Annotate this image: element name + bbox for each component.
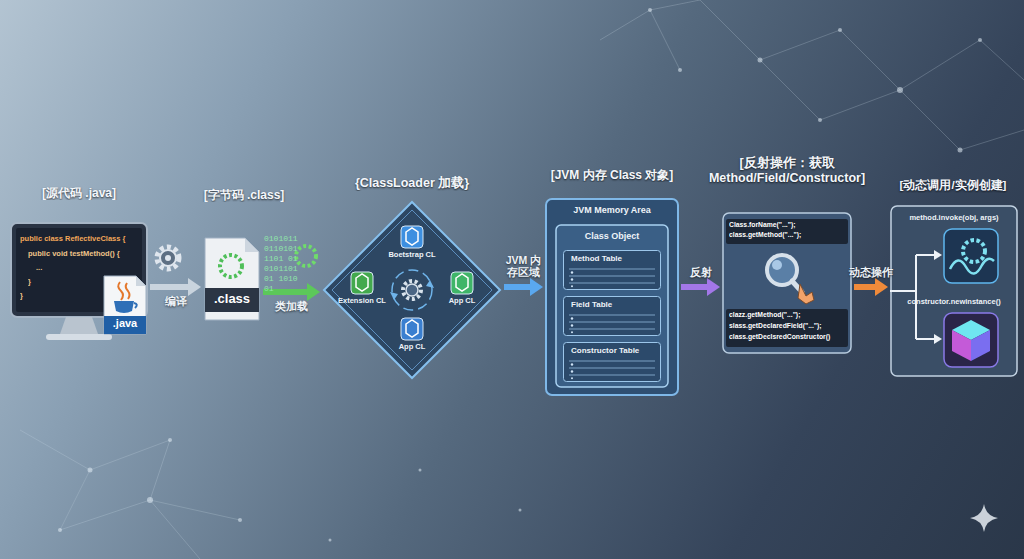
stage-heading: [源代码 .java] xyxy=(0,186,158,200)
stage-heading: [JVM 内存 Class 对象] xyxy=(529,168,695,182)
loader-label: App CL xyxy=(384,342,440,351)
arrow-label: 编译 xyxy=(156,295,196,308)
table-label: Constructor Table xyxy=(571,346,657,356)
loader-label: App CL xyxy=(434,296,490,305)
arrow-head xyxy=(307,283,320,301)
sparkle-watermark xyxy=(970,504,998,532)
loader-icon xyxy=(384,318,440,358)
code-line: } xyxy=(28,277,48,286)
stage-heading: {ClassLoader 加载} xyxy=(302,176,522,191)
monitor-node: [源代码 .java]public class ReflectiveClass … xyxy=(10,222,148,346)
stage-heading: [动态调用/实例创建] xyxy=(884,179,1022,193)
code-line: public class ReflectiveClass { xyxy=(20,234,142,243)
table-label: Field Table xyxy=(571,300,657,310)
method-call: constructor.newinstance() xyxy=(894,297,1014,306)
arrow-label: JVM 内存区域 xyxy=(501,254,547,279)
arrow-shaft xyxy=(150,284,190,290)
panel-title: Class Object xyxy=(555,231,669,242)
arrow-shaft xyxy=(681,284,709,290)
java-file-icon: .java xyxy=(102,274,148,336)
code-line: clazz.getMethod("..."); xyxy=(729,311,847,319)
class-object-box: Class ObjectMethod TableField TableConst… xyxy=(555,224,669,388)
arrow-head xyxy=(530,278,543,296)
classloader-box: App CL xyxy=(434,272,490,312)
flow-arrow xyxy=(504,278,543,296)
flow-arrow xyxy=(150,278,201,296)
file-label: .java xyxy=(102,317,148,330)
class-file-icon: [字节码 .class]0101011 0110101 1101 01 0101… xyxy=(203,236,261,322)
flow-arrow xyxy=(854,278,888,296)
classloader-box: App CL xyxy=(384,318,440,358)
stage-heading: [反射操作：获取 Method/Field/Constructor] xyxy=(676,156,898,186)
code-line: Class.forName("..."); xyxy=(729,221,847,229)
table-box: Method Table xyxy=(563,250,661,290)
arrow-head xyxy=(875,278,888,296)
table-box: Field Table xyxy=(563,296,661,336)
loading-spinner xyxy=(296,246,316,266)
arrow-label: 类加载 xyxy=(267,300,317,313)
loader-icon xyxy=(434,272,490,312)
dynamic-box: [动态调用/实例创建]method.invoke(obj, args)const… xyxy=(890,205,1018,377)
loader-icon xyxy=(334,272,390,312)
loader-label: Boetstrap CL xyxy=(384,250,440,259)
loader-label: Extension CL xyxy=(334,296,390,305)
code-line: public void testMethod() { xyxy=(28,249,142,258)
arrow-shaft xyxy=(854,284,877,290)
classloader-box: Boetstrap CL xyxy=(384,226,440,266)
code-line: } xyxy=(20,291,40,300)
method-call: method.invoke(obj, args) xyxy=(894,213,1014,222)
loader-icon xyxy=(384,226,440,266)
newinstance-box: constructor.newinstance() xyxy=(894,293,1014,373)
gear-icon xyxy=(157,247,179,269)
stage-heading: [字节码 .class] xyxy=(189,188,299,202)
reflection-box: [反射操作：获取 Method/Field/Constructor]Class.… xyxy=(722,212,852,354)
arrow-head xyxy=(188,278,201,296)
table-label: Method Table xyxy=(571,254,657,264)
code-line: class.getMethod("..."); xyxy=(729,231,847,239)
classloader-diamond: {ClassLoader 加载}Boetstrap CLExtension CL… xyxy=(322,200,502,380)
classloader-box: Extension CL xyxy=(334,272,390,312)
panel-title: JVM Memory Area xyxy=(545,205,679,216)
code-line: ... xyxy=(36,263,76,272)
arrow-label: 反射 xyxy=(681,266,721,279)
file-label: .class xyxy=(203,291,261,307)
flow-arrow xyxy=(681,278,720,296)
arrow-label: 动态操作 xyxy=(849,266,893,279)
table-box: Constructor Table xyxy=(563,342,661,382)
code-line: slass.getDeclaredField("..."); xyxy=(729,322,847,330)
arrow-head xyxy=(707,278,720,296)
arrow-shaft xyxy=(504,284,532,290)
invoke-box: method.invoke(obj, args) xyxy=(894,209,1014,289)
code-line: class.getDeclsredConstructor() xyxy=(729,333,847,341)
binary-digits: 0101011 0110101 1101 01 0101101 01 1010 … xyxy=(264,234,298,294)
class-file-illustration xyxy=(203,236,261,322)
jvm-memory-box: [JVM 内存 Class 对象]JVM Memory AreaClass Ob… xyxy=(545,198,679,396)
